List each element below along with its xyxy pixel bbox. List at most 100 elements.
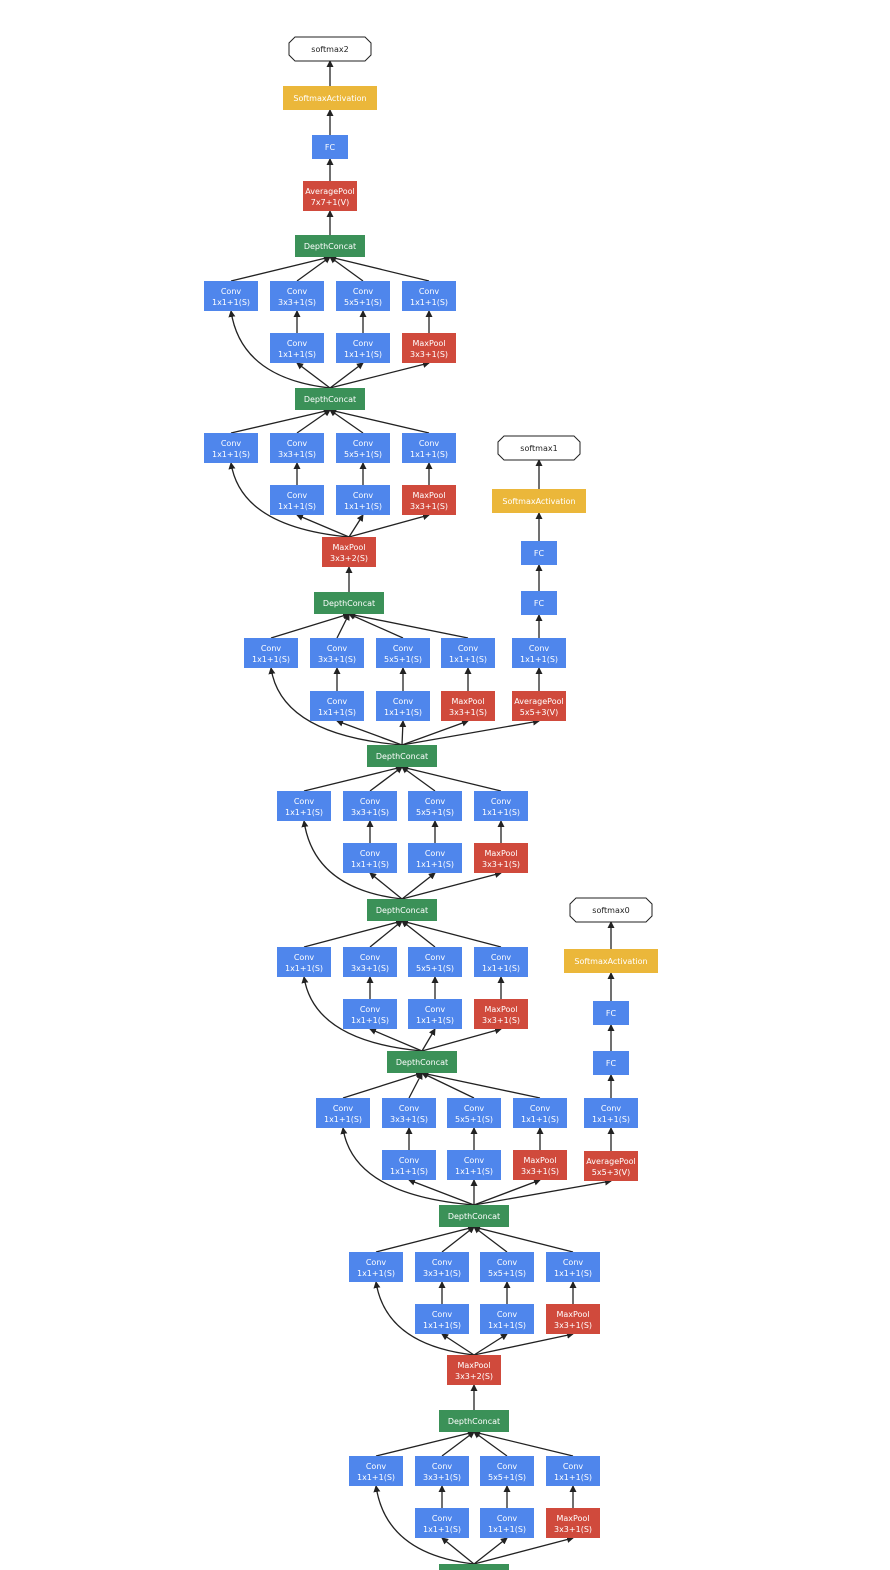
edge-arrow bbox=[441, 1226, 475, 1253]
node-label: 1x1+1(S) bbox=[482, 808, 520, 817]
edge-arrow bbox=[473, 1225, 574, 1253]
node-label: AveragePool bbox=[514, 697, 563, 706]
maxpool-node: MaxPool 3x3+2(S) bbox=[322, 537, 376, 567]
edge-arrow bbox=[369, 920, 403, 948]
node-label: 3x3+1(S) bbox=[554, 1321, 592, 1330]
node-label: 3x3+1(S) bbox=[449, 708, 487, 717]
softmax-activation-node: SoftmaxActivation bbox=[564, 949, 658, 973]
nodes: DepthConcatConv1x1+1(S)Conv3x3+1(S)Conv5… bbox=[204, 36, 658, 1570]
node-label: DepthConcat bbox=[376, 906, 428, 915]
pool-box bbox=[546, 1304, 600, 1334]
pool-box bbox=[322, 537, 376, 567]
conv-box bbox=[546, 1252, 600, 1282]
node-label: 1x1+1(S) bbox=[285, 964, 323, 973]
node-label: Conv bbox=[393, 644, 414, 653]
node-label: 1x1+1(S) bbox=[212, 450, 250, 459]
conv-box bbox=[343, 843, 397, 873]
conv-node: Conv 5x5+1(S) bbox=[336, 433, 390, 463]
conv-box bbox=[336, 485, 390, 515]
node-label: MaxPool bbox=[556, 1310, 589, 1319]
conv-box bbox=[415, 1508, 469, 1538]
edge-arrow bbox=[329, 361, 430, 389]
edge-arrow bbox=[228, 310, 331, 389]
node-label: FC bbox=[534, 599, 545, 608]
node-label: 5x5+1(S) bbox=[344, 450, 382, 459]
node-label: Conv bbox=[432, 1462, 453, 1471]
conv-node: Conv 5x5+1(S) bbox=[408, 791, 462, 821]
conv-box bbox=[336, 433, 390, 463]
node-label: DepthConcat bbox=[376, 752, 428, 761]
node-label: Conv bbox=[425, 797, 446, 806]
conv-box bbox=[441, 638, 495, 668]
node-label: 1x1+1(S) bbox=[488, 1321, 526, 1330]
pool-box bbox=[474, 843, 528, 873]
node-label: 3x3+2(S) bbox=[455, 1372, 493, 1381]
pool-box bbox=[402, 485, 456, 515]
edge-arrow bbox=[348, 613, 404, 639]
node-label: 3x3+1(S) bbox=[390, 1115, 428, 1124]
fc-box bbox=[593, 1001, 629, 1025]
conv-box bbox=[474, 791, 528, 821]
node-label: Conv bbox=[419, 439, 440, 448]
node-label: 5x5+1(S) bbox=[416, 808, 454, 817]
node-label: AveragePool bbox=[586, 1157, 635, 1166]
concat-box bbox=[295, 235, 365, 257]
node-label: 1x1+1(S) bbox=[351, 860, 389, 869]
conv-box bbox=[349, 1252, 403, 1282]
node-label: MaxPool bbox=[412, 491, 445, 500]
output-octagon bbox=[497, 435, 581, 461]
node-label: Conv bbox=[563, 1258, 584, 1267]
depth-concat: DepthConcat bbox=[295, 235, 365, 257]
concat-box bbox=[439, 1410, 509, 1432]
node-label: 3x3+2(S) bbox=[330, 554, 368, 563]
node-label: MaxPool bbox=[332, 543, 365, 552]
node-label: 1x1+1(S) bbox=[554, 1473, 592, 1482]
edge-arrow bbox=[296, 409, 331, 434]
node-label: 1x1+1(S) bbox=[357, 1269, 395, 1278]
edge-arrow bbox=[401, 871, 502, 900]
node-label: 3x3+1(S) bbox=[423, 1269, 461, 1278]
conv-box bbox=[447, 1150, 501, 1180]
conv-box bbox=[447, 1098, 501, 1128]
node-label: Conv bbox=[353, 491, 374, 500]
concat-box bbox=[387, 1051, 457, 1073]
concat-box bbox=[439, 1205, 509, 1227]
node-label: MaxPool bbox=[484, 1005, 517, 1014]
depth-concat: DepthConcat bbox=[439, 1564, 509, 1570]
edge-arrow bbox=[230, 255, 331, 282]
edge-arrow bbox=[329, 255, 430, 282]
node-label: Conv bbox=[287, 339, 308, 348]
pool-box bbox=[513, 1150, 567, 1180]
conv-box bbox=[343, 999, 397, 1029]
depth-concat: DepthConcat bbox=[295, 388, 365, 410]
node-label: Conv bbox=[360, 953, 381, 962]
node-label: 5x5+1(S) bbox=[384, 655, 422, 664]
fc-node: FC bbox=[312, 135, 348, 159]
node-label: FC bbox=[606, 1059, 617, 1068]
conv-box bbox=[415, 1456, 469, 1486]
fc-node: FC bbox=[593, 1001, 629, 1025]
conv-box bbox=[204, 281, 258, 311]
edge-arrow bbox=[473, 1178, 541, 1206]
node-label: 1x1+1(S) bbox=[357, 1473, 395, 1482]
softmax2-output: softmax2 bbox=[288, 36, 372, 62]
node-label: Conv bbox=[353, 439, 374, 448]
fc-box bbox=[593, 1051, 629, 1075]
node-label: 1x1+1(S) bbox=[592, 1115, 630, 1124]
softmax-output: softmax0 bbox=[569, 897, 653, 923]
